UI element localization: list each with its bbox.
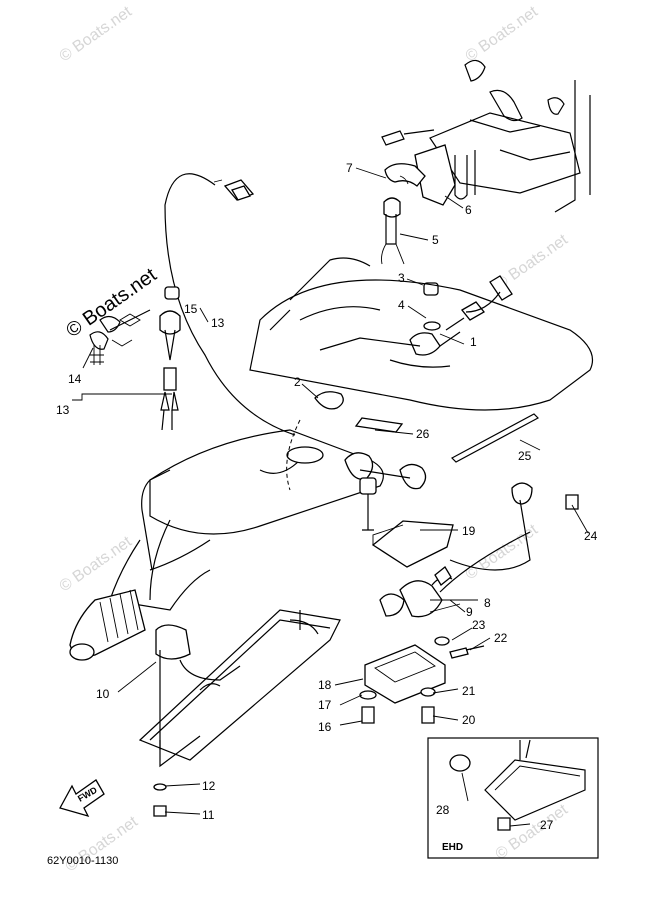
callouts: 1 2 3 4 5 6 7 8 9 10 11 12 13 14 15 13 1… <box>47 161 598 867</box>
bottom-cover <box>138 609 341 817</box>
callout-20: 20 <box>462 713 476 727</box>
callout-13-second: 13 <box>211 316 225 330</box>
callout-3: 3 <box>398 271 405 285</box>
callout-26: 26 <box>416 427 430 441</box>
leader-lines <box>72 167 589 827</box>
callout-9: 9 <box>466 605 473 619</box>
callout-2: 2 <box>294 375 301 389</box>
callout-17: 17 <box>318 698 332 712</box>
callout-16: 16 <box>318 720 332 734</box>
callout-24: 24 <box>584 529 598 543</box>
cable-tie <box>449 413 579 571</box>
upper-casing <box>429 59 591 213</box>
watermark-dark: © Boats.net <box>62 264 161 342</box>
callout-4: 4 <box>398 298 405 312</box>
watermark: © Boats.net <box>57 3 136 65</box>
callout-23: 23 <box>472 618 486 632</box>
callout-8: 8 <box>484 596 491 610</box>
sensor-5 <box>381 197 405 265</box>
callout-28: 28 <box>436 803 450 817</box>
callout-18: 18 <box>318 678 332 692</box>
callout-15: 15 <box>184 302 198 316</box>
callout-6: 6 <box>465 203 472 217</box>
callout-27: 27 <box>540 818 554 832</box>
callout-22: 22 <box>494 631 508 645</box>
callout-7: 7 <box>346 161 353 175</box>
watermark: © Boats.net <box>463 3 542 65</box>
ehd-inset <box>427 737 599 859</box>
watermark: © Boats.net <box>57 533 136 595</box>
callout-25: 25 <box>518 449 532 463</box>
callout-11: 11 <box>202 808 215 822</box>
watermark: © Boats.net <box>493 801 572 863</box>
lower-casing <box>249 257 594 433</box>
callout-13: 13 <box>56 403 70 417</box>
callout-5: 5 <box>432 233 439 247</box>
callout-1: 1 <box>470 335 477 349</box>
steering-arm <box>69 419 427 661</box>
diagram-code: 62Y0010-1130 <box>47 855 118 867</box>
inset-label: EHD <box>442 842 463 853</box>
connector-1 <box>409 275 513 356</box>
fwd-arrow: FWD <box>59 779 105 818</box>
stop-switch-group <box>89 286 181 431</box>
callout-14: 14 <box>68 372 82 386</box>
callout-10: 10 <box>96 687 110 701</box>
callout-21: 21 <box>462 684 476 698</box>
bracket-assembly <box>381 129 456 206</box>
callout-19: 19 <box>462 524 476 538</box>
callout-12: 12 <box>202 779 216 793</box>
switch-housing <box>359 477 531 724</box>
